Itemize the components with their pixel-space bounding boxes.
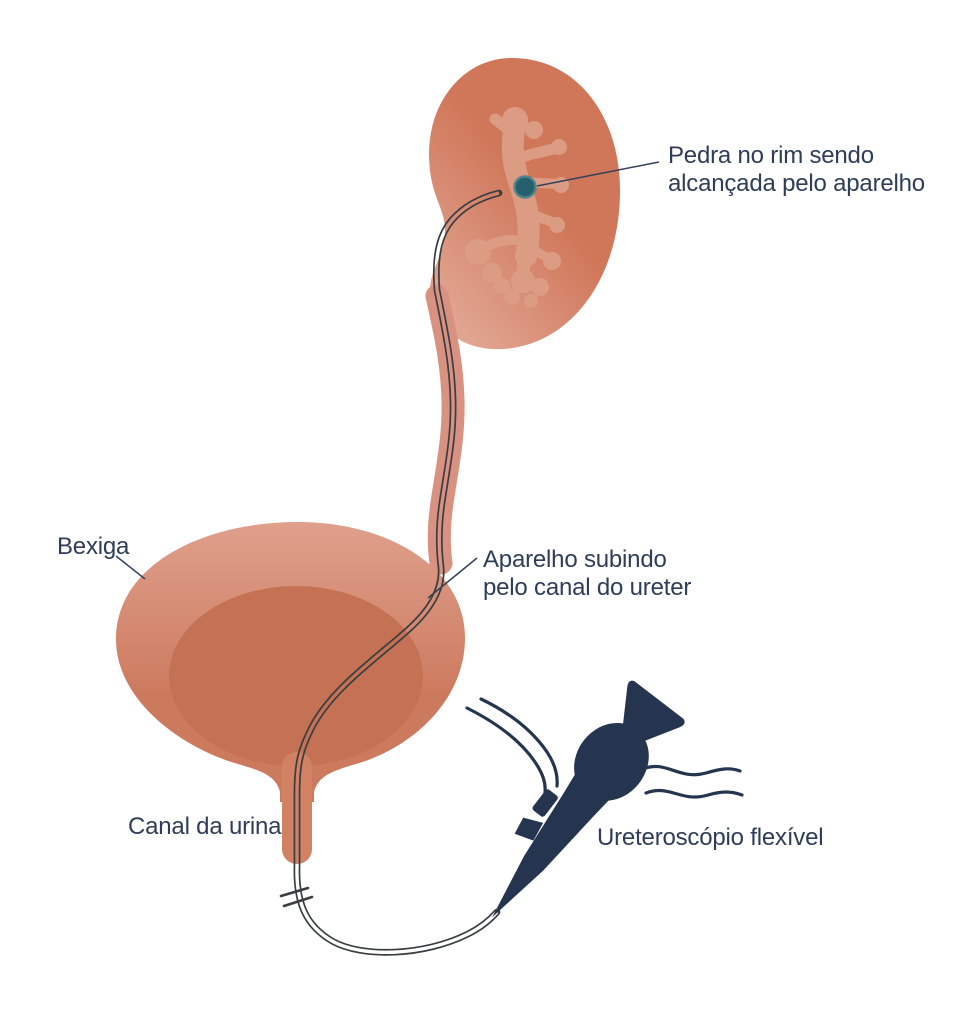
ureter-label-line2: pelo canal do ureter: [483, 574, 692, 601]
ureter-label: Aparelho subindo pelo canal do ureter: [483, 546, 691, 602]
renal-pelvis: [465, 107, 569, 308]
stone-label-line2: alcançada pelo aparelho: [668, 170, 925, 197]
ureteroscope-device: [465, 680, 744, 918]
device-cable-left-2: [479, 697, 559, 788]
kidney-stone-dot: [513, 175, 537, 199]
device-handle: [492, 769, 614, 918]
leader-line-ureter: [427, 557, 478, 599]
device-cable-left-1: [465, 706, 547, 795]
device-cable-right-1: [638, 764, 742, 777]
scale-tick-marks: [279, 886, 314, 908]
device-connector: [532, 789, 558, 817]
bladder-label: Bexiga: [57, 533, 130, 560]
scope-label: Ureteroscópio flexível: [597, 824, 824, 851]
leader-line-bladder: [115, 555, 146, 580]
urethra-label: Canal da urina: [128, 813, 282, 840]
ureter-label-line1: Aparelho subindo: [483, 546, 667, 573]
bladder-inner: [169, 586, 423, 766]
leader-line-stone: [536, 161, 660, 187]
device-bulge: [574, 722, 649, 801]
device-cable-right-2: [644, 788, 744, 799]
stone-label-line1: Pedra no rim sendo: [668, 142, 874, 169]
device-eyepiece-funnel: [622, 680, 685, 743]
stone-label: Pedra no rim sendo alcançada pelo aparel…: [668, 142, 925, 198]
scope-path: [293, 189, 503, 956]
device-lever: [514, 817, 544, 841]
